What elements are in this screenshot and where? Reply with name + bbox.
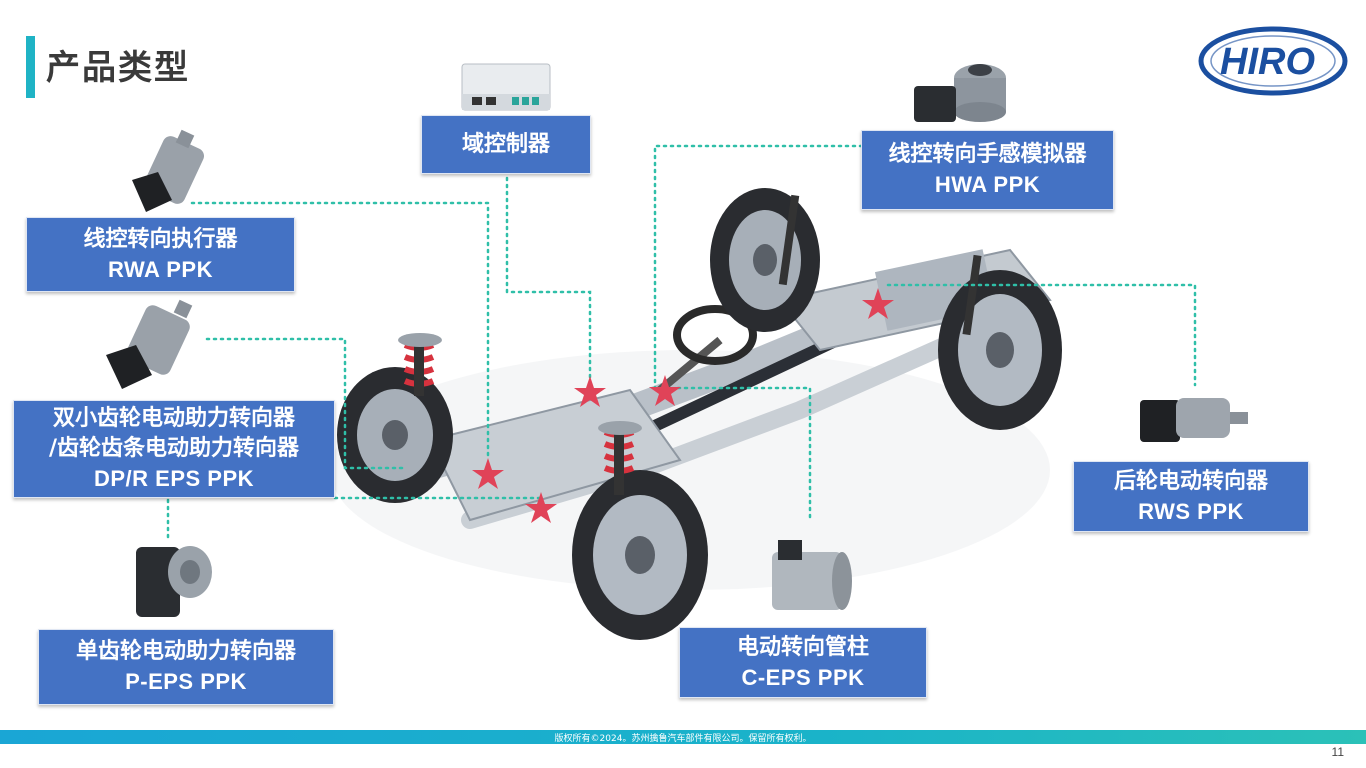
hwa-label: 线控转向手感模拟器 HWA PPK: [861, 130, 1114, 210]
c-eps-label: 电动转向管柱 C-EPS PPK: [679, 627, 927, 698]
rws-en: RWS PPK: [1138, 498, 1244, 524]
p-eps-image: [136, 546, 212, 617]
rws-image: [1140, 398, 1248, 442]
footer-bar: [0, 730, 1366, 744]
p-eps-en: P-EPS PPK: [125, 669, 247, 694]
page-number: 11: [1331, 745, 1344, 759]
marker-star-icon: [525, 492, 557, 523]
rwa-label: 线控转向执行器 RWA PPK: [26, 217, 295, 292]
c-eps-en: C-EPS PPK: [741, 664, 865, 690]
hiro-logo: HIRO: [1198, 26, 1348, 96]
title-accent-bar: [26, 36, 35, 98]
copyright-text: 版权所有©2024。苏州擒鲁汽车部件有限公司。保留所有权利。: [554, 734, 812, 744]
domain-controller-image: [461, 63, 551, 111]
domain-controller-label: 域控制器: [421, 115, 591, 174]
hwa-cn: 线控转向手感模拟器: [888, 142, 1087, 167]
logo-text: HIRO: [1220, 41, 1315, 83]
p-eps-label: 单齿轮电动助力转向器 P-EPS PPK: [38, 629, 334, 705]
dpr-eps-cn1: 双小齿轮电动助力转向器: [52, 406, 295, 431]
rws-label: 后轮电动转向器 RWS PPK: [1073, 461, 1309, 532]
dpr-eps-en: DP/R EPS PPK: [93, 466, 255, 491]
page-title: 产品类型: [46, 48, 190, 88]
marker-star-icon: [649, 375, 681, 406]
rwa-image: [132, 129, 204, 212]
hwa-image: [914, 64, 1006, 122]
c-eps-cn: 电动转向管柱: [736, 634, 869, 660]
c-eps-image: [772, 540, 852, 610]
rws-cn: 后轮电动转向器: [1113, 468, 1268, 494]
dpr-eps-image: [106, 299, 193, 389]
marker-star-icon: [862, 288, 894, 319]
p-eps-cn: 单齿轮电动助力转向器: [75, 639, 296, 664]
rwa-cn: 线控转向执行器: [83, 226, 238, 252]
rwa-en: RWA PPK: [108, 256, 213, 282]
domain-controller-cn: 域控制器: [461, 131, 550, 157]
marker-star-icon: [574, 376, 606, 407]
dpr-eps-label: 双小齿轮电动助力转向器 /齿轮齿条电动助力转向器 DP/R EPS PPK: [13, 400, 335, 498]
hwa-en: HWA PPK: [934, 172, 1041, 197]
marker-star-icon: [472, 458, 504, 489]
dpr-eps-cn2: /齿轮齿条电动助力转向器: [48, 436, 300, 461]
